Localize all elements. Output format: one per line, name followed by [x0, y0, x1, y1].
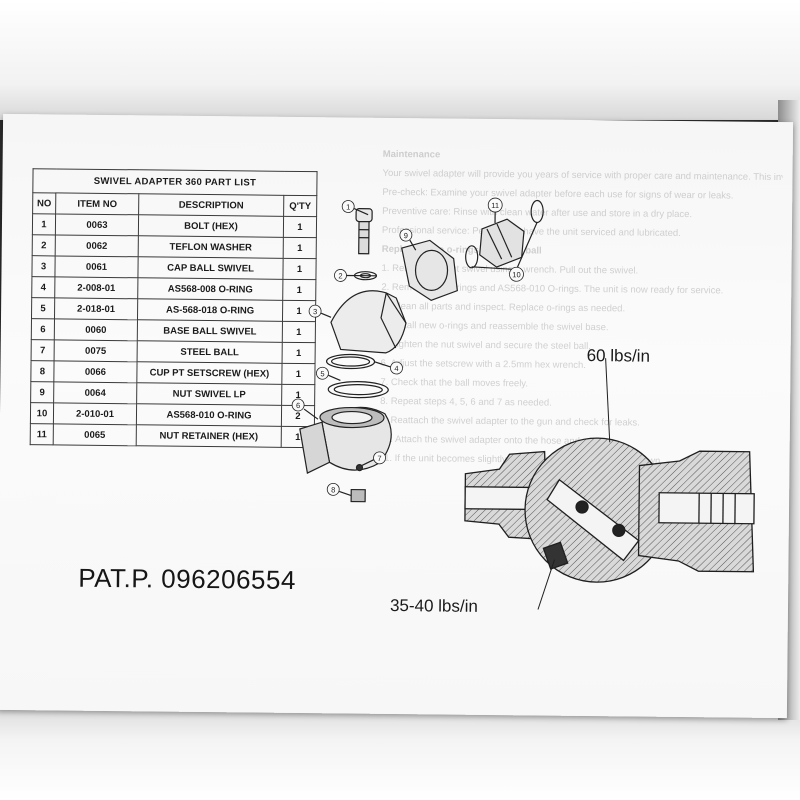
- callout-3: 3: [313, 307, 317, 316]
- part-nut-retainer: [479, 218, 525, 268]
- callout-1: 1: [346, 202, 350, 211]
- cross-section-assembly: [464, 358, 755, 610]
- exploded-diagram: 1 2 3 4 5 6 7 8 9 10 11: [291, 197, 755, 610]
- callout-4: 4: [394, 364, 398, 373]
- callout-6: 6: [296, 401, 300, 410]
- callout-9: 9: [404, 231, 408, 240]
- part-nut-swivel: [401, 239, 458, 302]
- instruction-sheet: Maintenance Your swivel adapter will pro…: [0, 113, 794, 719]
- part-setscrew: [350, 488, 366, 503]
- part-steel-ball: [355, 464, 364, 472]
- callout-11: 11: [491, 201, 499, 210]
- torque-label-lower: 35-40 lbs/in: [389, 595, 479, 616]
- part-base-ball: [299, 406, 392, 474]
- part-oring-5: [327, 381, 389, 399]
- part-oring-10b: [530, 199, 544, 224]
- part-cap-ball: [330, 290, 407, 354]
- part-bolt: [355, 208, 373, 255]
- torque-label-upper: 60 lbs/in: [586, 346, 651, 366]
- callout-2: 2: [338, 271, 342, 280]
- background-top: [0, 0, 800, 120]
- callout-10: 10: [512, 270, 520, 279]
- callout-8: 8: [331, 485, 335, 494]
- callout-7: 7: [377, 454, 381, 463]
- callout-5: 5: [320, 369, 324, 378]
- part-oring-10a: [465, 245, 479, 269]
